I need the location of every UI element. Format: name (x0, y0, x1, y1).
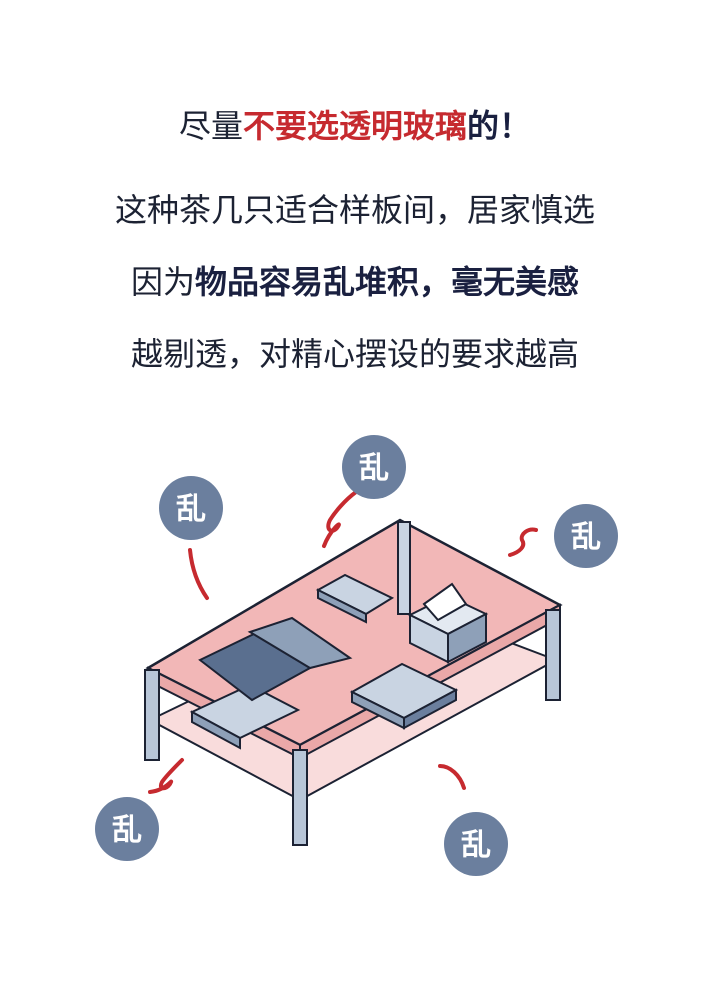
headline-part-3: 的！ (467, 107, 532, 145)
caption-line-3: 因为物品容易乱堆积，毫无美感 (0, 264, 710, 300)
leg-back (397, 521, 411, 615)
squiggle-2 (322, 490, 358, 548)
squiggle-3 (508, 527, 538, 557)
tissue-box-right (447, 612, 487, 664)
leg-front (292, 749, 308, 846)
headline: 尽量不要选透明玻璃的！ (0, 108, 710, 144)
leg-right (545, 609, 561, 701)
headline-emphasis: 不要选透明玻璃 (242, 107, 467, 145)
badge-1-label: 乱 (176, 492, 206, 527)
caption-line-4: 越剔透，对精心摆设的要求越高 (0, 336, 710, 372)
caption-line-3-part-1: 因为 (130, 263, 195, 301)
badge-3: 乱 (554, 504, 618, 568)
badge-4: 乱 (95, 797, 159, 861)
caption-block: 尽量不要选透明玻璃的！ 这种茶几只适合样板间，居家慎选 因为物品容易乱堆积，毫无… (0, 108, 710, 372)
headline-part-1: 尽量 (178, 107, 243, 145)
badge-5: 乱 (444, 812, 508, 876)
badge-1: 乱 (159, 476, 223, 540)
badge-2: 乱 (342, 435, 406, 499)
open-book-right (247, 616, 353, 670)
tissue (422, 582, 468, 622)
squiggle-5 (438, 764, 466, 790)
caption-line-2: 这种茶几只适合样板间，居家慎选 (0, 192, 710, 228)
book-base-side (191, 710, 241, 750)
badge-3-label: 乱 (571, 520, 601, 555)
badge-4-label: 乱 (112, 813, 142, 848)
leg-front-left (144, 669, 160, 761)
squiggle-1 (188, 548, 209, 600)
caption-line-2-text: 这种茶几只适合样板间，居家慎选 (114, 191, 595, 229)
remote-control-side (317, 588, 367, 624)
book-stack-side-right (403, 688, 457, 730)
badge-5-label: 乱 (461, 828, 491, 863)
caption-line-3-emphasis: 物品容易乱堆积，毫无美感 (195, 263, 580, 301)
badge-2-label: 乱 (359, 451, 389, 486)
squiggle-4 (148, 758, 184, 794)
caption-line-4-text: 越剔透，对精心摆设的要求越高 (130, 335, 579, 373)
